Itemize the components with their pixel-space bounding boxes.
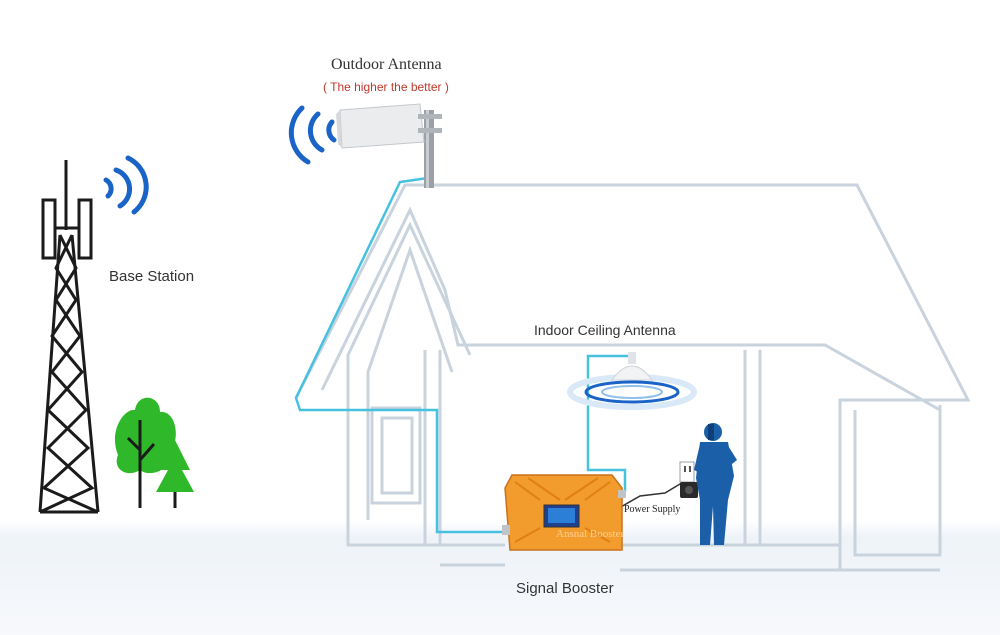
tower-waves (103, 155, 149, 215)
outdoor-antenna (336, 103, 442, 188)
outdoor-antenna-waves (288, 105, 337, 165)
booster-brand-label: Ansnal Booster (556, 528, 625, 540)
tower-icon (38, 160, 100, 514)
indoor-cable (586, 354, 630, 492)
antenna-cable (294, 176, 510, 534)
power-socket (679, 461, 695, 483)
power-adapter (680, 482, 698, 498)
signal-booster-label: Signal Booster (516, 580, 614, 597)
tree-icon-small (156, 440, 194, 508)
tree-icon (114, 397, 176, 508)
indoor-ceiling-antenna (567, 352, 697, 410)
outdoor-antenna-label: Outdoor Antenna (331, 56, 442, 73)
signal-booster-device (502, 474, 626, 551)
outdoor-antenna-note: ( The higher the better ) (323, 80, 449, 94)
ground (0, 520, 1000, 635)
base-station-label: Base Station (109, 268, 195, 285)
house-outline (294, 183, 971, 572)
person-phone-icon (694, 423, 737, 545)
power-supply-label: Power Supply (624, 504, 681, 515)
indoor-antenna-label: Indoor Ceiling Antenna (534, 322, 676, 338)
